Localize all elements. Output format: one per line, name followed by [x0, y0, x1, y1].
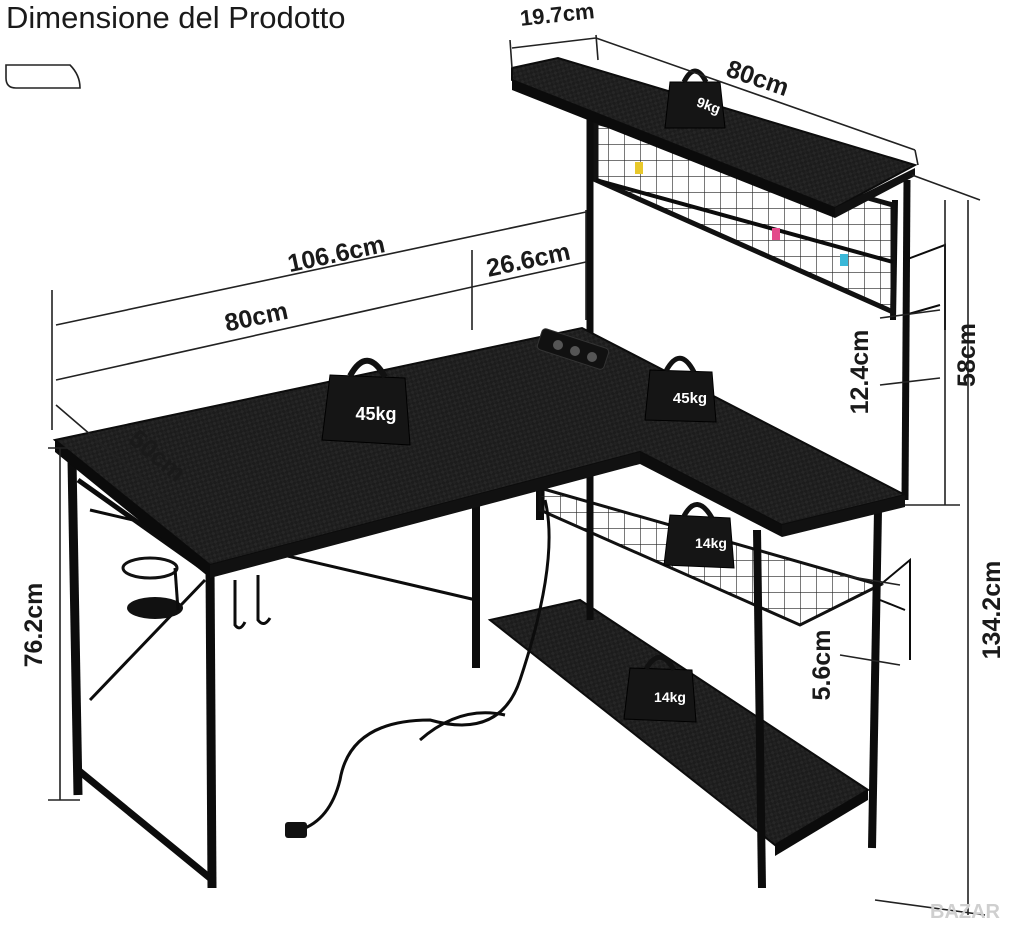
weight-desk-left: 45kg [321, 357, 411, 446]
weight-desk-right: 45kg [644, 355, 717, 423]
weight-label-desk-right: 45kg [673, 390, 707, 407]
weight-basket: 14kg [663, 502, 735, 569]
dim-shelf-depth: 19.7cm [519, 0, 596, 31]
dim-return-width: 26.6cm [484, 238, 573, 283]
dim-desk-height: 76.2cm [20, 583, 48, 668]
dimension-lines [48, 34, 986, 916]
shelf-shape-icon [5, 64, 81, 89]
weight-label-bottom: 14kg [654, 689, 686, 705]
dim-total-height: 134.2cm [978, 561, 1006, 660]
weight-label-basket: 14kg [695, 535, 727, 551]
weights: 9kg 45kg 45kg 14kg 14kg [321, 68, 735, 723]
weight-bottom-shelf: 14kg [623, 654, 697, 723]
dim-basket-gap: 5.6cm [808, 630, 836, 701]
weight-label-top: 9kg [695, 94, 723, 117]
dim-hook-gap: 12.4cm [846, 330, 874, 415]
dim-hutch-height: 58cm [953, 323, 981, 387]
plug-icon [285, 822, 307, 838]
dim-total-width: 106.6cm [285, 230, 387, 278]
page-title: Dimensione del Prodotto [6, 0, 346, 35]
weight-top-shelf: 9kg [664, 68, 726, 129]
watermark-logo: BAZAR [930, 901, 1001, 923]
hutch [511, 56, 946, 501]
weight-label-desk-left: 45kg [355, 404, 396, 424]
desk [52, 326, 911, 889]
dim-desk-width: 80cm [222, 297, 290, 338]
